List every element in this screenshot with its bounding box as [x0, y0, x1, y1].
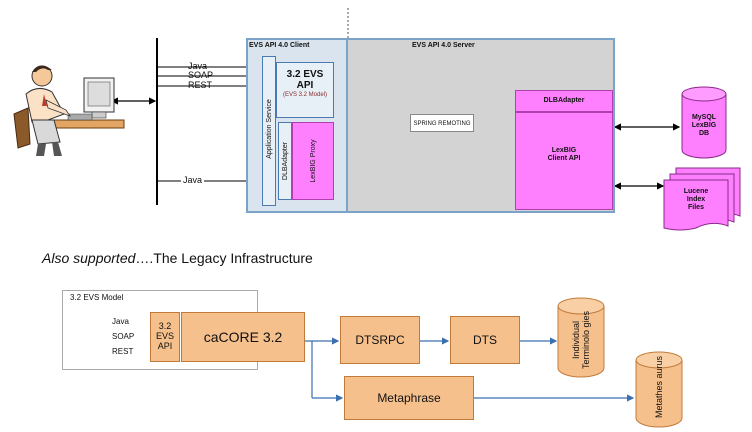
- evs-api-line1: 3.2 EVS: [286, 69, 324, 80]
- metathesaurus-label: Metathes aurus: [654, 355, 664, 419]
- lexbig-proxy-label: LexBIG Proxy: [310, 139, 317, 183]
- legacy-evs-api-line3: API: [157, 341, 173, 351]
- evs-api-line2: API: [296, 80, 314, 91]
- legacy-evs-api-line1: 3.2: [158, 321, 172, 331]
- evs-api-line3: (EVS 3.2 Model): [282, 92, 328, 98]
- legacy-interface-rest: REST: [112, 347, 134, 357]
- dtsrpc-label: DTSRPC: [355, 333, 405, 347]
- section-heading: Also supported….The Legacy Infrastructur…: [42, 250, 313, 266]
- mysql-db-line2: LexBIG: [691, 122, 717, 129]
- user-at-computer-icon: [13, 65, 125, 156]
- legacy-evs-api-box: 3.2 EVS API: [150, 312, 180, 362]
- application-service-bar: Application Service: [262, 56, 276, 206]
- dlbadapter-box: DLBAdapter: [515, 90, 613, 112]
- legacy-interface-java: Java: [112, 317, 129, 327]
- interface-rest: REST: [188, 80, 213, 90]
- metaphrase-label: Metaphrase: [377, 391, 441, 405]
- lucene-line3: Files: [688, 204, 704, 211]
- interface-java-lower: Java: [181, 175, 205, 185]
- dlbadapter-label: DLBAdapter: [543, 97, 585, 104]
- server-title: EVS API 4.0 Server: [412, 42, 475, 49]
- lucene-line2: Index: [686, 196, 706, 203]
- lucene-line1: Lucene: [683, 188, 709, 195]
- evs-api-box: 3.2 EVS API (EVS 3.2 Model): [276, 62, 334, 118]
- lucene-index-files-icon: [663, 167, 741, 231]
- cacore-label: caCORE 3.2: [203, 329, 283, 345]
- lexbig-client-api-line2: Client API: [547, 155, 581, 162]
- spring-remoting-box: SPRING REMOTING: [410, 114, 474, 132]
- section-heading-rest: ….The Legacy Infrastructure: [135, 250, 313, 266]
- lexbig-client-api-box: LexBIG Client API: [515, 112, 613, 210]
- mysql-db-line3: DB: [698, 130, 710, 137]
- dts-label: DTS: [473, 333, 497, 347]
- individual-terminologies-label: Individual Terminolo gies: [571, 310, 591, 370]
- section-heading-italic: Also supported: [42, 250, 136, 266]
- metaphrase-box: Metaphrase: [344, 376, 474, 420]
- dlbadapter-vertical-label: DLBAdapter: [282, 141, 289, 181]
- legacy-evs-api-line2: EVS: [155, 331, 174, 341]
- interface-soap: SOAP: [188, 70, 214, 80]
- individual-terminologies-database-icon: [557, 297, 605, 378]
- application-service-label: Application Service: [266, 99, 273, 159]
- legacy-interface-soap: SOAP: [112, 332, 135, 342]
- dlbadapter-vertical-box: DLBAdapter: [278, 122, 292, 200]
- metathesaurus-database-icon: [635, 351, 683, 428]
- client-title: EVS API 4.0 Client: [249, 42, 310, 49]
- dtsrpc-box: DTSRPC: [340, 316, 420, 364]
- mysql-database-icon: [681, 86, 727, 159]
- lexbig-proxy-box: LexBIG Proxy: [292, 122, 334, 200]
- legacy-model-label: 3.2 EVS Model: [70, 293, 124, 302]
- lexbig-client-api-line1: LexBIG: [551, 147, 577, 154]
- interface-java: Java: [188, 61, 208, 71]
- cacore-box: caCORE 3.2: [181, 312, 305, 362]
- dts-box: DTS: [450, 316, 520, 364]
- mysql-db-line1: MySQL: [691, 114, 717, 121]
- spring-remoting-label: SPRING REMOTING: [413, 121, 471, 127]
